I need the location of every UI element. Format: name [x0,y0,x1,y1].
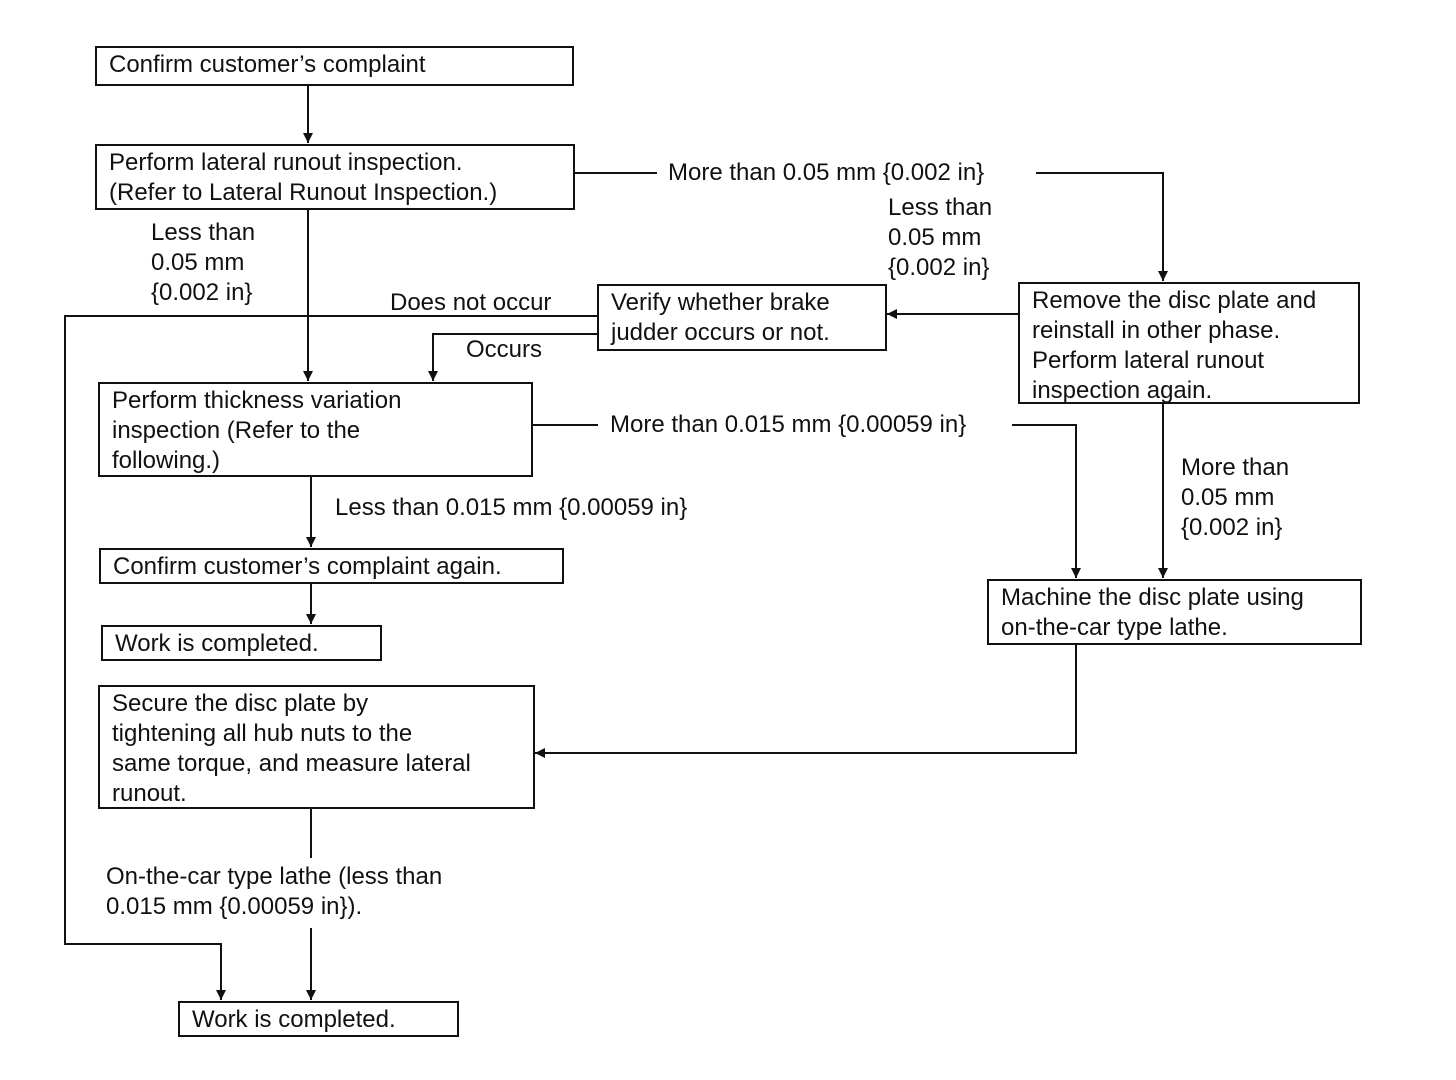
label-reinstall-less-than: Less than 0.05 mm {0.002 in} [888,194,993,281]
label-lateral-more-than: More than 0.05 mm {0.002 in} [668,159,985,186]
node-machine-disc-plate: Machine the disc plate using on-the-car … [987,579,1362,645]
edge-verify-to-thickness-occurs [428,333,598,381]
node-confirm-complaint-again: Confirm customer’s complaint again. [99,548,564,584]
node-work-completed-2: Work is completed. [178,1001,459,1037]
label-reinstall-more-than: More than 0.05 mm {0.002 in} [1181,454,1290,541]
node-secure-disc-plate: Secure the disc plate by tightening all … [98,685,535,809]
label-lathe-result: On-the-car type lathe (less than 0.015 m… [106,863,443,920]
node-verify-brake-judder: Verify whether brake judder occurs or no… [597,284,887,351]
node-work-completed-1: Work is completed. [101,625,382,661]
label-lateral-less-than: Less than 0.05 mm {0.002 in} [151,219,256,306]
edge-verify-to-completed-does-not-occur [64,315,598,1000]
label-occurs: Occurs [466,336,543,363]
edge-lateral-to-reinstall-right [1036,172,1168,281]
label-does-not-occur: Does not occur [390,289,552,316]
label-thickness-less-than: Less than 0.015 mm {0.00059 in} [335,494,688,521]
node-remove-reinstall-disc: Remove the disc plate and reinstall in o… [1018,282,1360,404]
node-thickness-variation-inspection: Perform thickness variation inspection (… [98,382,533,477]
label-thickness-more-than: More than 0.015 mm {0.00059 in} [610,411,967,438]
edge-thickness-to-machine-right [1012,424,1081,578]
edge-machine-to-secure [535,645,1077,758]
node-lateral-runout-inspection: Perform lateral runout inspection. (Refe… [95,144,575,210]
node-confirm-complaint: Confirm customer’s complaint [95,46,574,86]
